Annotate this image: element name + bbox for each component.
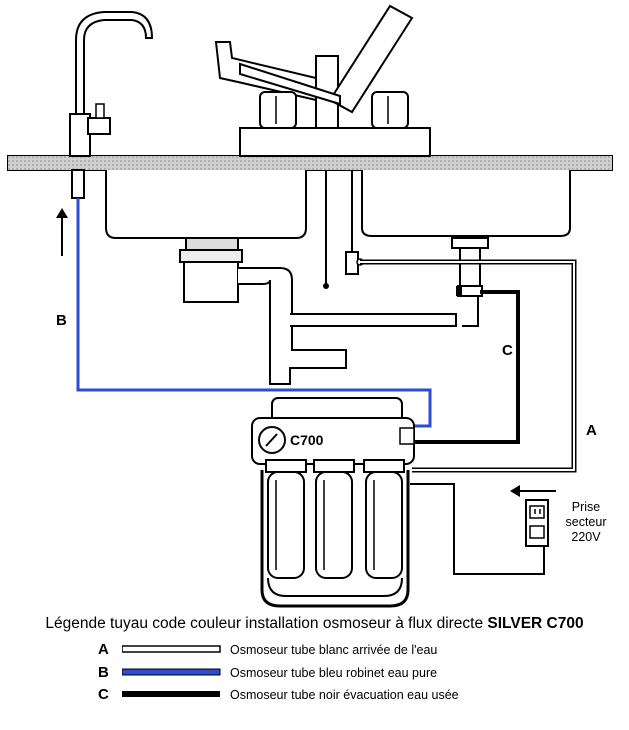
legend-text-a: Osmoseur tube blanc arrivée de l'eau (230, 643, 438, 657)
pure-water-faucet (69, 11, 154, 199)
legend-text-b: Osmoseur tube bleu robinet eau pure (230, 666, 438, 680)
wall-outlet-icon (525, 499, 549, 547)
prise-line-3: 220V (571, 530, 601, 544)
drain-saddle (451, 237, 489, 327)
tube-b-blue (76, 198, 432, 428)
supply-valves (323, 170, 364, 289)
tube-a-white (360, 259, 577, 473)
label-c: C (502, 342, 513, 359)
legend-letter-a: A (98, 641, 109, 658)
filter-brand-label: C700 (290, 432, 324, 448)
power-cord (410, 483, 545, 575)
legend-letter-b: B (98, 664, 109, 681)
label-a: A (586, 422, 597, 439)
sink-basin-right (361, 170, 571, 237)
kitchen-mixer-faucet (214, 4, 431, 157)
osmosis-unit-c700 (251, 397, 415, 608)
legend-swatch-white (122, 645, 221, 653)
tube-c-black (408, 290, 520, 444)
prise-line-2: secteur (565, 515, 607, 529)
siphon-drain (179, 237, 457, 385)
legend-title-model: SILVER C700 (487, 615, 584, 632)
arrow-left-icon (510, 485, 556, 497)
arrow-up-icon (56, 208, 68, 256)
legend-text-c: Osmoseur tube noir évacuation eau usée (230, 688, 459, 702)
prise-line-1: Prise (571, 500, 601, 514)
countertop (7, 155, 613, 171)
label-b: B (56, 312, 67, 329)
power-outlet-label: Prise secteur 220V (558, 500, 614, 545)
legend-title-prefix: Légende tuyau code couleur installation … (45, 615, 488, 632)
legend-swatch-blue (122, 668, 221, 676)
legend-letter-c: C (98, 686, 109, 703)
sink-basin-left (105, 170, 307, 239)
legend-title: Légende tuyau code couleur installation … (0, 615, 629, 633)
legend-swatch-black (122, 691, 220, 697)
